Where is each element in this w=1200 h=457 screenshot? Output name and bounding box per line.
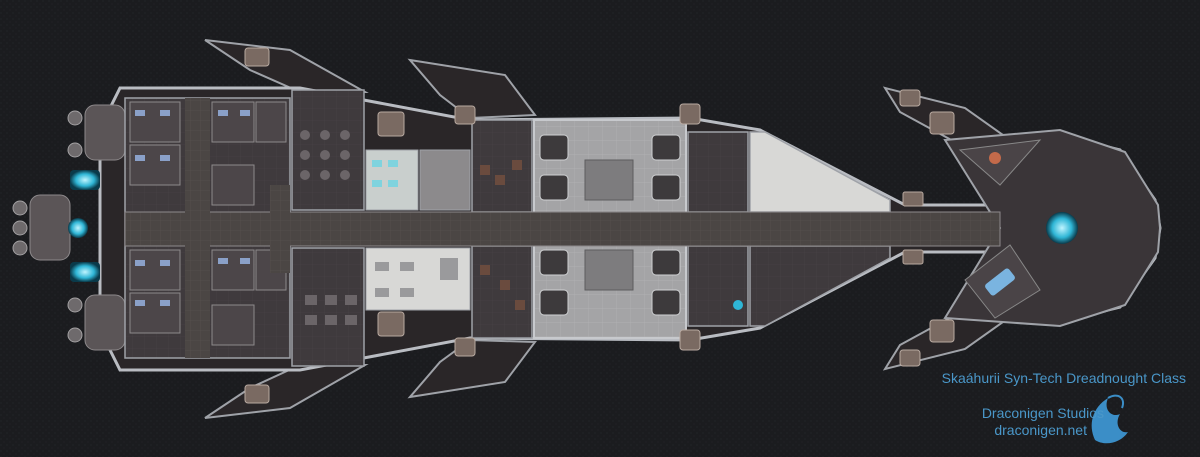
mess-hall-starboard bbox=[291, 247, 365, 367]
stern-engines bbox=[12, 104, 126, 351]
weapon-turrets bbox=[244, 47, 955, 404]
workshop-benches bbox=[375, 258, 458, 297]
ship-class-title: Skaáhurii Syn-Tech Dreadnought Class bbox=[941, 370, 1186, 386]
mess-hall-port bbox=[291, 89, 365, 211]
hangar-elevators bbox=[584, 159, 634, 291]
forward-office-starboard bbox=[687, 245, 749, 327]
central-corridor bbox=[124, 211, 1001, 247]
bow-ready-room bbox=[958, 139, 1042, 186]
forward-console-icon bbox=[733, 300, 743, 310]
studio-name: Draconigen Studios bbox=[981, 405, 1104, 421]
bow-console-icon bbox=[989, 152, 1001, 164]
hangar-fighters bbox=[539, 134, 681, 316]
studio-url: draconigen.net bbox=[994, 422, 1087, 438]
science-lab bbox=[419, 149, 471, 211]
forward-lab-port bbox=[749, 131, 891, 213]
aft-vertical-corridor-2 bbox=[270, 185, 290, 273]
aft-vertical-corridor-1 bbox=[185, 98, 210, 358]
aft-cabins bbox=[129, 101, 287, 346]
conference-table bbox=[985, 268, 1015, 296]
cargo-crates bbox=[480, 160, 525, 310]
mess-tables bbox=[300, 130, 357, 325]
medbay-beds bbox=[372, 160, 398, 187]
cargo-starboard bbox=[471, 245, 533, 339]
forward-office-port bbox=[687, 131, 749, 213]
cabin-bunks bbox=[135, 110, 250, 306]
dragon-logo-icon bbox=[1091, 394, 1128, 444]
bridge-holo-display bbox=[1046, 212, 1078, 244]
